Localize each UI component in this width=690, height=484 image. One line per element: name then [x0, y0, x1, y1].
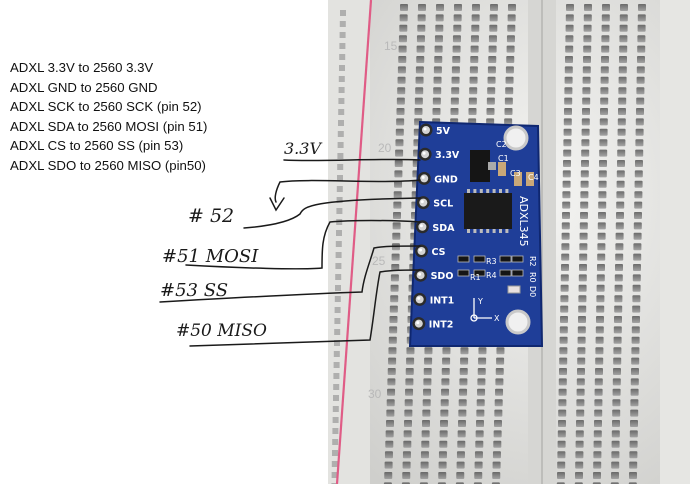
silk-r0: R0 [528, 272, 537, 283]
accelerometer-chip [464, 193, 512, 229]
regulator [470, 150, 490, 182]
silk-r2: R2 [528, 256, 537, 267]
hand-label-pin51: #51 MOSI [162, 246, 259, 267]
power-rail [328, 0, 370, 484]
silk-c2: C2 [496, 140, 507, 149]
silk-c1: C1 [498, 154, 509, 163]
row-number-30: 30 [368, 387, 382, 401]
row-number-20: 20 [378, 141, 392, 155]
header-pin [413, 292, 427, 306]
led [507, 285, 521, 294]
pin-label: SDA [432, 223, 455, 234]
row-number-15: 15 [384, 39, 398, 53]
axis-x-label: X [494, 314, 500, 323]
wiring-note: ADXL SDO to 2560 MISO (pin50) [10, 157, 206, 173]
axis-marker [470, 298, 492, 322]
header-pins [412, 123, 433, 331]
silk-r1: R1 [470, 273, 481, 282]
wiring-note: ADXL CS to 2560 SS (pin 53) [10, 138, 184, 154]
silk-c4: C4 [528, 173, 539, 182]
hand-drawn-wires [159, 158, 421, 347]
hand-label-pin52: # 52 [188, 205, 234, 227]
hand-label-pin53: #53 SS [160, 280, 228, 301]
pin-label: CS [432, 247, 446, 258]
pin-label: 5V [436, 126, 451, 137]
rail-stripe [335, 0, 373, 484]
pin-label: 3.3V [435, 150, 460, 161]
axis-y-label: Y [477, 297, 483, 306]
header-pin [412, 317, 426, 331]
header-pin [419, 123, 433, 137]
wiring-note: ADXL SDA to 2560 MOSI (pin 51) [10, 118, 208, 134]
pin-label: INT1 [430, 295, 455, 306]
silk-r4: R4 [486, 271, 497, 280]
header-pin [417, 171, 431, 185]
header-pin [414, 268, 428, 282]
header-pin [416, 196, 430, 210]
hand-label-3v3: 3.3V [284, 139, 322, 158]
pin-label: INT2 [429, 320, 454, 331]
mount-hole-bottom [505, 309, 531, 335]
wiring-note: ADXL GND to 2560 GND [10, 79, 158, 95]
pin-label: GND [434, 174, 458, 185]
header-pin [415, 244, 428, 258]
chip-label: ADXL345 [517, 196, 530, 247]
wiring-notes: ADXL 3.3V to 2560 3.3V ADXL GND to 2560 … [10, 58, 310, 176]
mount-hole-top [503, 125, 529, 151]
pin-label: SCL [433, 199, 453, 210]
pin-label: SDO [431, 271, 454, 282]
silk-d0: D0 [528, 286, 537, 297]
silk-c3: C3 [510, 169, 521, 178]
wiring-note: ADXL SCK to 2560 SCK (pin 52) [10, 99, 202, 115]
wiring-note: ADXL 3.3V to 2560 3.3V [10, 60, 154, 75]
hand-label-pin50: #50 MISO [176, 321, 267, 341]
header-pin [418, 147, 432, 161]
silk-r3: R3 [486, 257, 497, 266]
header-pin [415, 220, 429, 234]
row-number-25: 25 [372, 254, 386, 268]
